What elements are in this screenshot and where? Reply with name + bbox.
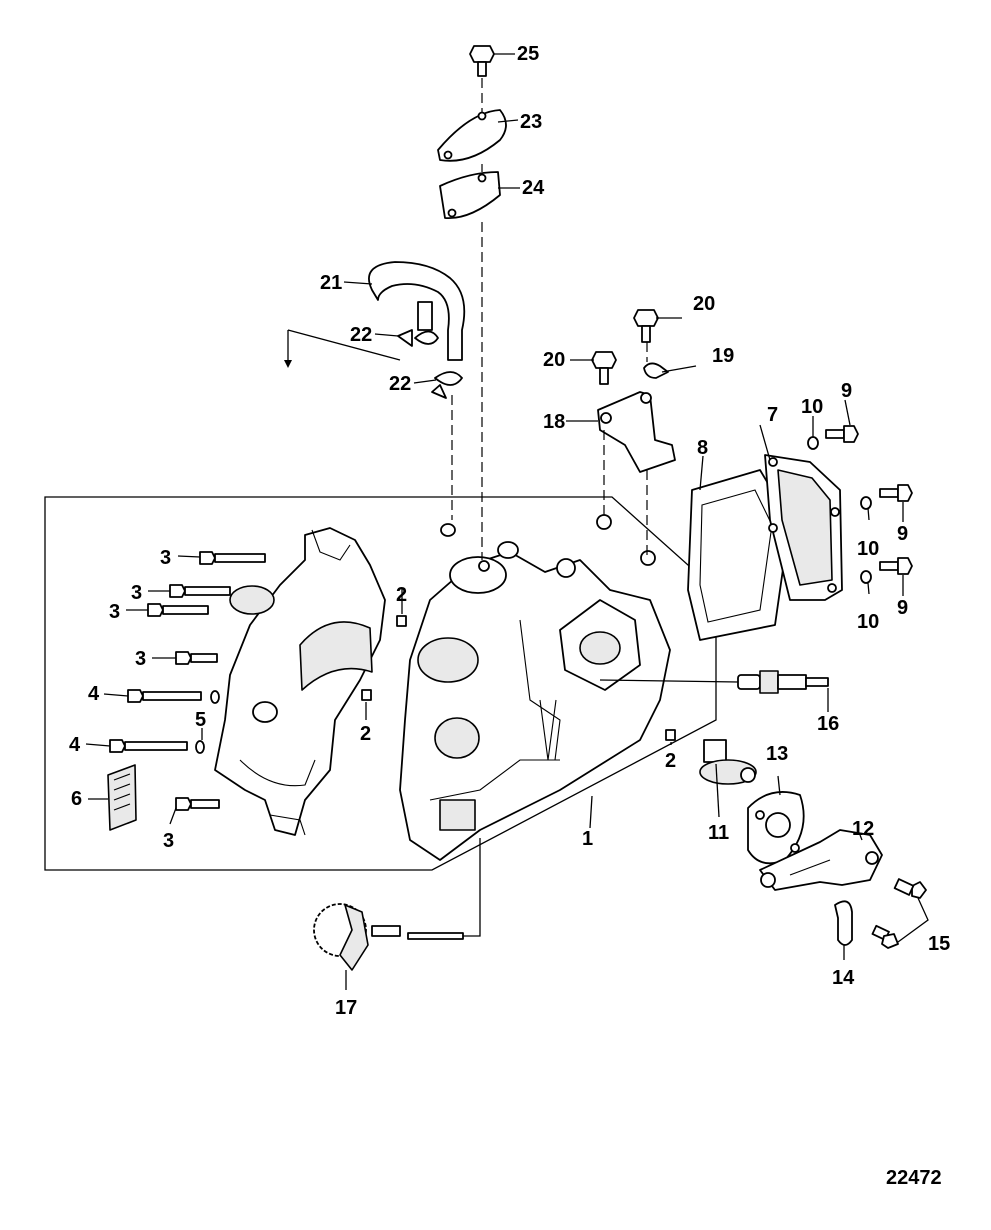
callout-3-b: 3 (131, 582, 142, 604)
callout-1: 1 (582, 828, 593, 850)
clip-small (643, 362, 669, 379)
bolt-4-a (127, 689, 202, 703)
callout-8: 8 (697, 437, 708, 459)
callout-5: 5 (195, 709, 206, 731)
screw-plate (469, 45, 495, 77)
callout-3-a: 3 (160, 547, 171, 569)
screw-cover-bottom (879, 557, 913, 575)
callout-20-b: 20 (693, 293, 715, 315)
hose (368, 261, 466, 361)
clip (834, 900, 853, 946)
gear-assembly (313, 903, 464, 971)
washer-cover-mid (860, 496, 872, 510)
gasket-plate (439, 171, 501, 219)
callout-2-a: 2 (396, 584, 407, 606)
callout-10-a: 10 (801, 396, 823, 418)
callout-23: 23 (520, 111, 542, 133)
callout-2-b: 2 (360, 723, 371, 745)
callout-11: 11 (708, 822, 729, 844)
callout-10-c: 10 (857, 611, 879, 633)
callout-3-e: 3 (163, 830, 174, 852)
assembly-box (44, 496, 717, 871)
callout-9-b: 9 (897, 523, 908, 545)
callout-22-a: 22 (350, 324, 372, 346)
callout-20-a: 20 (543, 349, 565, 371)
bolt-3-d (175, 651, 218, 665)
decal (107, 764, 137, 831)
callout-15: 15 (928, 933, 950, 955)
figure-number: 22472 (886, 1167, 942, 1189)
callout-24: 24 (522, 177, 545, 199)
washer-small-b (195, 740, 205, 754)
callout-25: 25 (517, 43, 539, 65)
hose-clamp-lower (431, 371, 463, 399)
callout-13: 13 (766, 743, 788, 765)
washer-cover-top (807, 436, 819, 450)
callout-14: 14 (832, 967, 855, 989)
callout-21: 21 (320, 272, 342, 294)
bolt-3-e (175, 797, 220, 811)
thermostat-housing (759, 829, 883, 891)
gasket-cover (687, 469, 791, 641)
screw-cover-mid (879, 484, 913, 502)
callout-7: 7 (767, 404, 778, 426)
thermostat (699, 739, 757, 785)
washer-cover-bottom (860, 570, 872, 584)
cover (764, 454, 843, 601)
callout-2-c: 2 (665, 750, 676, 772)
bolt-3-b (169, 584, 231, 598)
screw-housing-lower (871, 924, 899, 949)
callout-3-d: 3 (135, 648, 146, 670)
cylinder-block (399, 514, 671, 861)
callout-10-b: 10 (857, 538, 879, 560)
bolt-4-b (109, 739, 188, 753)
callout-17: 17 (335, 997, 357, 1019)
callout-6: 6 (71, 788, 82, 810)
callout-16: 16 (817, 713, 839, 735)
screw-cover-top (825, 425, 859, 443)
callout-9-a: 9 (841, 380, 852, 402)
screw-bracket-right (633, 309, 659, 343)
bracket (597, 391, 676, 473)
spark-plug (737, 670, 829, 694)
callout-12: 12 (852, 818, 874, 840)
callout-18: 18 (543, 411, 565, 433)
bolt-3-c (147, 603, 209, 617)
crankcase-half (214, 527, 386, 836)
plate (437, 109, 507, 162)
callout-22-b: 22 (389, 373, 411, 395)
callout-4-a: 4 (88, 683, 100, 705)
bolt-3-a (199, 551, 266, 565)
callout-9-c: 9 (897, 597, 908, 619)
callout-4-b: 4 (69, 734, 81, 756)
leader-lines (85, 53, 904, 990)
callout-19: 19 (712, 345, 734, 367)
screw-housing-upper (893, 878, 927, 899)
dowel-pin-c (665, 729, 676, 741)
callout-3-c: 3 (109, 601, 120, 623)
dowel-pin-b (361, 689, 372, 701)
dowel-pin-a (396, 615, 407, 627)
screw-bracket-left (591, 351, 617, 385)
hose-clamp-upper (397, 329, 439, 347)
washer-small-a (210, 690, 220, 704)
gasket-thermostat (747, 791, 805, 865)
